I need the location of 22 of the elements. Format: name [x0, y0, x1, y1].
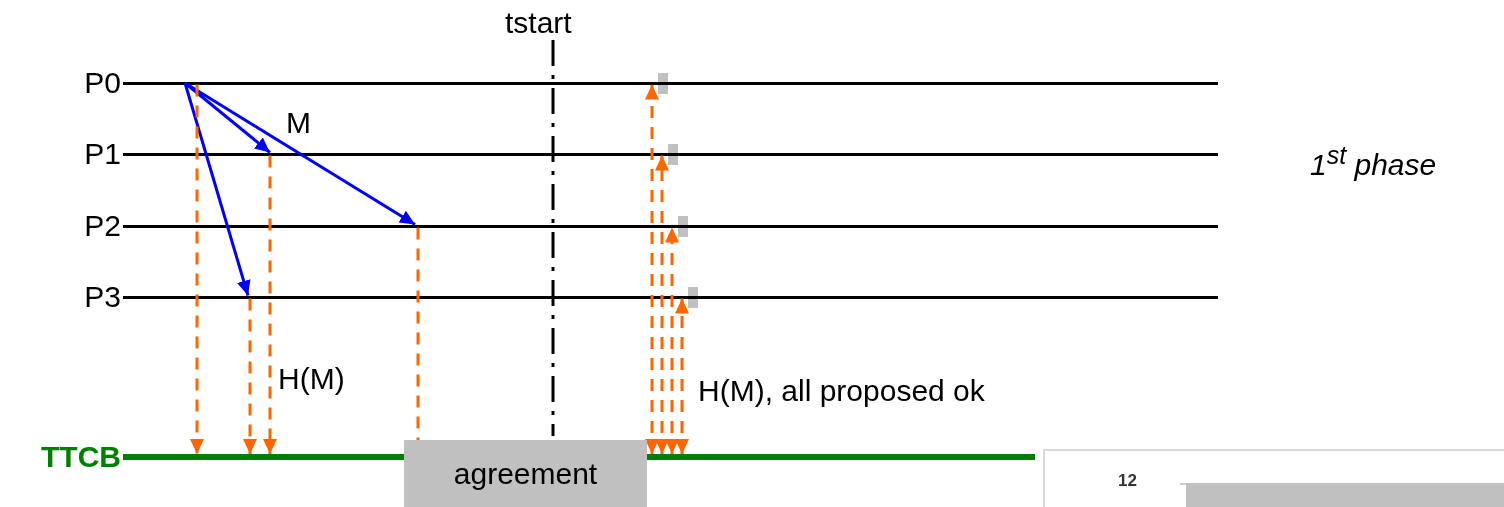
message-label: M [286, 106, 311, 140]
arrow [184, 81, 416, 226]
arrow [675, 298, 689, 454]
hash-label: H(M) [278, 362, 345, 396]
box-label: agreement [452, 457, 599, 491]
axis-tick-label: 12 [1118, 470, 1137, 491]
time-label: tstart [505, 6, 572, 40]
arrow [665, 227, 679, 454]
arrow [645, 84, 659, 454]
arrow [190, 84, 204, 454]
process-label: P3 [84, 280, 121, 314]
process-label: TTCB [41, 440, 121, 474]
hash-label: H(M), all proposed ok [698, 374, 985, 408]
arrow [263, 155, 277, 454]
process-label: P0 [84, 66, 121, 100]
process-label: P1 [84, 137, 121, 171]
process-label: P2 [84, 209, 121, 243]
arrow [183, 82, 251, 296]
process-box [404, 440, 647, 507]
phase-label: 1$^{st}$ phase [1310, 140, 1437, 182]
arrow [655, 155, 669, 454]
arrow [243, 298, 257, 454]
